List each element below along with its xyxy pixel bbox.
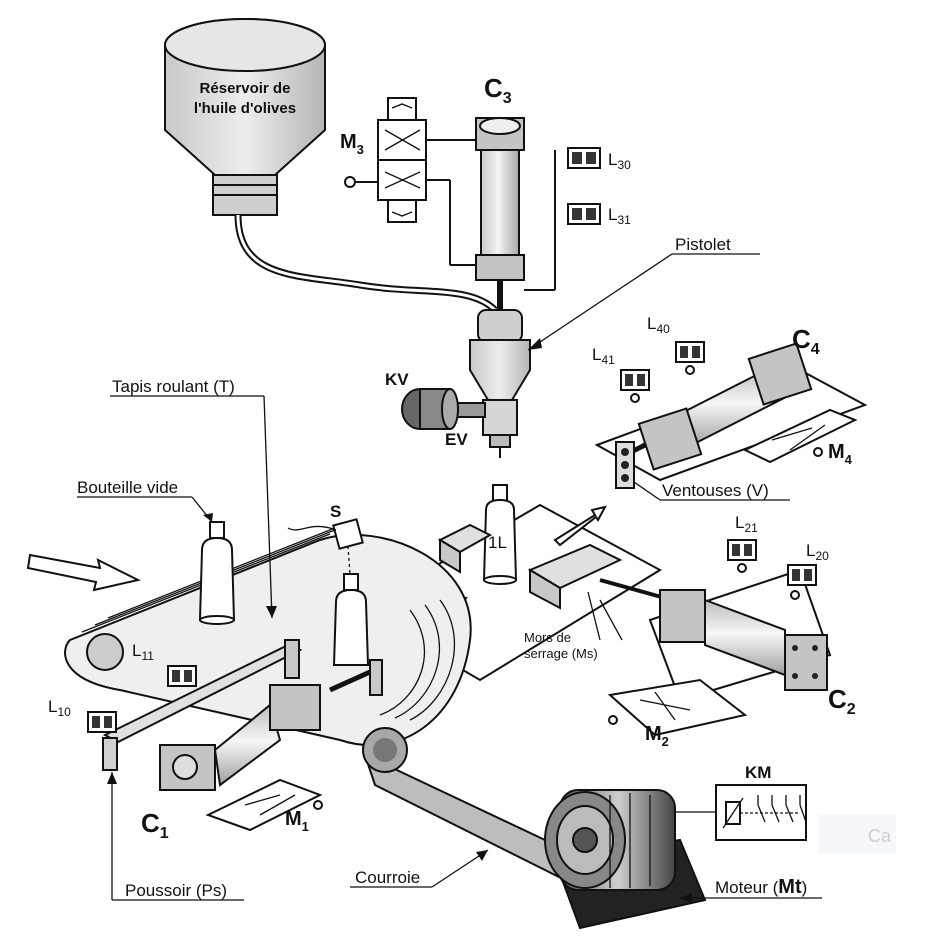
sensor-l31-label: L31	[608, 205, 631, 227]
cylinder-c1-label: C1	[141, 808, 169, 842]
sensor-l40	[675, 341, 705, 375]
pusher-ps	[102, 639, 383, 771]
sensor-l30-label: L30	[608, 150, 631, 172]
olive-oil-tank: Réservoir de l'huile d'olives	[164, 18, 326, 216]
empty-bottle-1	[198, 521, 236, 625]
pistolet-label: Pistolet	[675, 235, 731, 254]
valve-m2	[607, 678, 748, 737]
one-liter-label: 1L	[488, 533, 507, 552]
mors-label-line2: serrage (Ms)	[524, 646, 598, 661]
sensor-l41	[620, 369, 650, 403]
sensor-l21	[727, 539, 757, 573]
cylinder-c1	[159, 684, 321, 791]
cylinder-c3-label: C3	[484, 73, 512, 107]
oil-hose	[234, 214, 498, 313]
valve-m4-label: M4	[828, 441, 853, 467]
ev-label: EV	[445, 430, 468, 449]
valve-m4	[742, 408, 858, 464]
bouteille-label: Bouteille vide	[77, 478, 178, 497]
sensor-l11	[167, 665, 197, 687]
sensor-l20-label: L20	[806, 541, 829, 563]
tank-label-line1: Réservoir de	[200, 80, 291, 97]
sensor-l40-label: L40	[647, 314, 670, 336]
valve-m3	[344, 97, 476, 266]
valve-m3-label: M3	[340, 131, 364, 157]
km-label: KM	[745, 763, 771, 782]
valve-m2-label: M2	[645, 723, 669, 749]
moteur-label: Moteur (Mt)	[715, 876, 807, 898]
sensor-l31	[567, 203, 601, 225]
presence-sensor-s	[287, 518, 364, 575]
sensor-l20	[787, 564, 817, 600]
flow-arrow-right	[553, 505, 607, 547]
sensor-l30	[567, 147, 601, 169]
cylinder-c4	[615, 342, 813, 489]
sensor-l21-label: L21	[735, 513, 758, 535]
cylinder-c3	[475, 117, 556, 310]
kv-label: KV	[385, 370, 409, 389]
motor-mt	[544, 789, 707, 930]
poussoir-label: Poussoir (Ps)	[125, 881, 227, 900]
valve-m1-label: M1	[285, 808, 309, 834]
filled-bottle-1l	[482, 484, 518, 585]
valve-m1	[205, 778, 323, 832]
sensor-l10	[87, 711, 117, 733]
contactor-km	[676, 784, 807, 841]
watermark-box	[818, 815, 896, 853]
clamp-jaw-ms	[527, 543, 666, 610]
clamp-block-left	[437, 523, 493, 574]
mors-label-line1: Mors de	[524, 630, 571, 645]
drive-belt	[362, 727, 568, 883]
bottle-at-sensor	[332, 573, 370, 666]
s-label: S	[330, 502, 341, 521]
tank-label-line2: l'huile d'olives	[194, 100, 296, 117]
filling-gun	[449, 309, 531, 458]
inlet-arrow	[26, 553, 141, 592]
solenoid-kv	[401, 388, 459, 430]
sensor-l11-label: L11	[132, 641, 154, 663]
cylinder-c2	[648, 568, 832, 702]
cylinder-c4-label: C4	[792, 324, 820, 358]
sensor-l41-label: L41	[592, 345, 615, 367]
courroie-label: Courroie	[355, 868, 420, 887]
ventouses-label: Ventouses (V)	[662, 481, 769, 500]
cylinder-c2-label: C2	[828, 684, 856, 718]
sensor-l10-label: L10	[48, 697, 71, 719]
watermark-text: Ca	[868, 826, 892, 846]
tapis-label: Tapis roulant (T)	[112, 377, 235, 396]
